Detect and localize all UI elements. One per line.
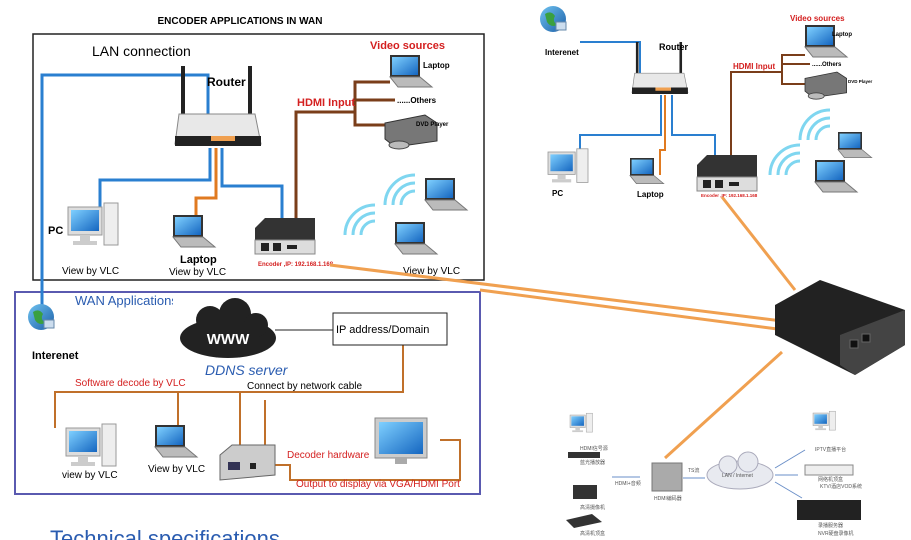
software-decode-label: Software decode by VLC [75, 378, 186, 389]
rb-source-label: 蓝光播放器 [580, 459, 605, 466]
hdmi-input-label: HDMI Input [297, 97, 355, 109]
wifi-icon [383, 173, 417, 207]
rb-diagram [566, 410, 861, 528]
ip-domain-label: IP address/Domain [336, 324, 429, 336]
output-display-label: Output to display via VGA/HDMI Port [296, 479, 460, 490]
laptop-source-icon [804, 24, 848, 58]
cloud-icon [180, 298, 276, 358]
decoder-hardware-label: Decoder hardware [287, 450, 370, 461]
bluray-icon [568, 452, 600, 458]
rb-encoder-label: HDMI编码器 [654, 495, 682, 502]
wifi-icon [798, 108, 832, 142]
lan-cloud-icon [706, 451, 774, 490]
laptop-source-icon [389, 54, 433, 88]
connector-lines [329, 196, 797, 460]
rt-encoder-ip-label: Encoder ,IP: 192.168.1.168 [701, 193, 758, 198]
pc-label: PC [48, 225, 63, 237]
rt-pc-label: PC [552, 189, 563, 198]
set-top-box-icon [566, 514, 602, 528]
footer-heading: Technical specifications [50, 526, 280, 540]
nvr-icon [797, 500, 861, 520]
laptop-icon [172, 214, 216, 248]
wan-cables [54, 345, 461, 481]
rb-cloud-label: LAN / Internet [722, 473, 753, 479]
globe-icon [27, 303, 55, 331]
pc-view-label: View by VLC [62, 266, 119, 277]
pc-icon [67, 202, 119, 246]
footer-clip: Technical specifications [50, 526, 280, 540]
dvd-player-icon [804, 71, 848, 100]
pc-icon [65, 423, 117, 467]
encoder-ip-label: Encoder ,IP: 192.168.1.168 [258, 262, 334, 268]
wifi-icon [343, 203, 377, 237]
globe-icon [539, 5, 567, 33]
rb-source-label: 高清机顶盒 [580, 530, 605, 537]
dvd-player-icon [384, 114, 438, 150]
video-sources-label: Video sources [370, 40, 445, 52]
rt-laptop-label: Laptop [637, 190, 664, 199]
rb-output-label: 录播服务器 [818, 522, 843, 529]
network-stb-icon [804, 464, 854, 476]
rt-others-label: ......Others [812, 62, 842, 68]
wan-box [14, 291, 481, 495]
ddns-label: DDNS server [205, 362, 289, 378]
hdmi-encoder-icon [651, 462, 683, 492]
laptop-icon [629, 157, 665, 185]
rb-output-label: KTV/酒店VOD系统 [820, 483, 862, 490]
monitor-icon [374, 417, 428, 464]
wireless-laptop-icon [424, 177, 468, 211]
rb-hdmi-audio-label: HDMI+音频 [615, 480, 641, 487]
hdmi-source-icon [569, 412, 593, 433]
camera-icon [573, 485, 597, 499]
rb-source-label: 高清摄像机 [580, 504, 605, 511]
wireless-laptop-icon [394, 221, 438, 255]
wan-pc-view-label: view by VLC [62, 470, 118, 481]
rb-source-label: HDMI信号源 [580, 445, 608, 452]
iptv-icon [812, 410, 836, 431]
wan-laptop-view-label: View by VLC [148, 464, 205, 475]
rt-video-sources-label: Video sources [790, 14, 845, 23]
lan-heading: LAN connection [92, 43, 191, 59]
rb-output-label: NVR硬盘录像机 [818, 530, 854, 537]
laptop-source-label: Laptop [423, 61, 450, 70]
router-label: Router [207, 75, 246, 89]
wan-heading: WAN Applications [75, 293, 178, 308]
rt-router-label: Router [659, 42, 688, 52]
rt-internet-label: Interenet [545, 48, 579, 57]
decoder-icon [219, 444, 276, 481]
rt-dvd-player-label: DVD Player [848, 79, 873, 84]
encoder-device-image [775, 280, 905, 375]
rt-hdmi-input-label: HDMI Input [733, 62, 776, 71]
wireless-laptop-icon [814, 159, 858, 193]
wifi-icon [768, 143, 802, 177]
wireless-laptop-icon [837, 131, 872, 159]
connect-cable-label: Connect by network cable [247, 381, 363, 392]
wan-heading-clip: WAN Applications [75, 293, 178, 308]
lan-box [32, 33, 485, 281]
laptop-label: Laptop [180, 254, 217, 266]
encoder-icon [696, 154, 758, 192]
laptop-view-label: View by VLC [169, 267, 226, 278]
dvd-player-label: DVD Player [416, 122, 449, 128]
others-label: ......Others [397, 96, 437, 105]
rt-laptop-source-label: Laptop [832, 32, 852, 38]
ip-domain-box [332, 312, 448, 346]
rb-output-label: 网络机顶盒 [818, 476, 843, 483]
laptop-icon [154, 424, 198, 458]
internet-label: Interenet [32, 350, 79, 362]
encoder-icon [254, 217, 316, 255]
rb-output-label: IPTV直播平台 [815, 446, 846, 453]
right-cables [579, 41, 810, 175]
diagram-title: ENCODER APPLICATIONS IN WAN [157, 16, 322, 27]
rb-ts-label: TS流 [688, 467, 699, 474]
www-label: WWW [207, 331, 250, 348]
wifi-view-label: View by VLC [403, 266, 460, 277]
pc-icon [547, 148, 589, 183]
